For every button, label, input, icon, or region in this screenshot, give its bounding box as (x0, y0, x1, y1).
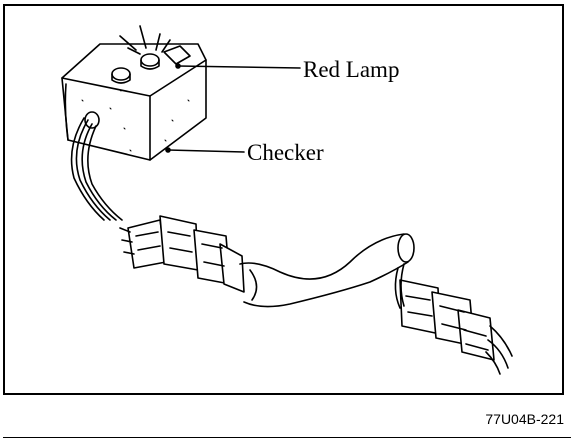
bottom-rule (3, 437, 571, 438)
figure-code: 77U04B-221 (485, 411, 564, 427)
connector-icon (119, 215, 245, 293)
checker-label: Checker (247, 140, 324, 165)
cable (239, 233, 415, 308)
wire-harness-icon (70, 111, 123, 221)
connector-icon (394, 263, 513, 375)
checker-box-icon (61, 43, 207, 161)
red-lamp-icon (119, 25, 191, 70)
callout-leaders (165, 63, 301, 153)
red-lamp-label: Red Lamp (303, 57, 400, 82)
